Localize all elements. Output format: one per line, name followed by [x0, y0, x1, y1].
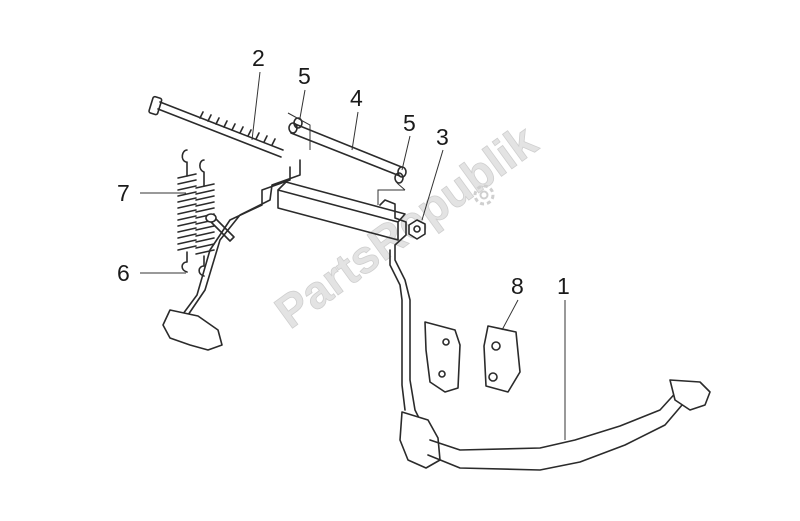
leader-5b — [401, 135, 411, 171]
nut-part — [408, 219, 426, 240]
leader-3 — [421, 149, 444, 221]
rubber-buffer-part — [483, 325, 521, 393]
watermark-gear-icon — [473, 184, 495, 206]
callout-number: 7 — [117, 180, 130, 206]
leader-4 — [351, 111, 359, 151]
callout-number: 8 — [511, 273, 524, 299]
spring-pin-part — [205, 213, 235, 242]
leader-2 — [251, 71, 261, 141]
callout-number: 3 — [436, 124, 449, 150]
leader-8 — [501, 299, 519, 331]
callout-number: 2 — [252, 45, 265, 71]
long-bolt-part — [148, 95, 284, 158]
callout-number: 4 — [350, 85, 363, 111]
callout-number: 1 — [557, 273, 570, 299]
bracket-guide — [287, 112, 406, 205]
pivot-pin-part — [288, 122, 407, 178]
callout-number: 5 — [403, 110, 416, 136]
leader-5a — [299, 89, 306, 119]
callout-number: 6 — [117, 260, 130, 286]
callout-number: 5 — [298, 63, 311, 89]
center-stand-part — [162, 159, 711, 471]
